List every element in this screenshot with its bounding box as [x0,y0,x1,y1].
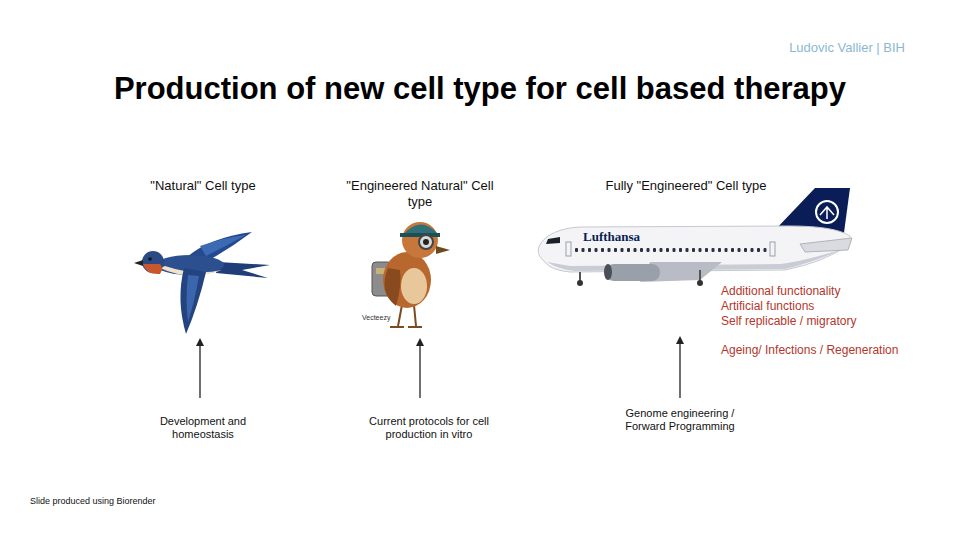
feature-item: Additional functionality [721,284,941,298]
watermark: Vecteezy [362,314,422,322]
author-credit: Ludovic Vallier | BIH [685,40,905,56]
swallow-drawing [134,232,270,334]
method-label: Genome engineering / Forward Programming [613,407,748,433]
method-label: Current protocols for cell production in… [354,415,504,441]
footnote: Slide produced using Biorender [30,496,290,507]
airplane-drawing [538,188,852,286]
arrows [200,340,680,398]
feature-item: Artificial functions [721,299,941,313]
feature-item: Self replicable / migratory [721,314,941,328]
engineered-bird-drawing [372,222,450,327]
airline-logo: Lufthansa [583,229,673,245]
column-heading: "Natural" Cell type [103,178,303,194]
slide-title: Production of new cell type for cell bas… [30,70,930,107]
column-heading: Fully "Engineered" Cell type [556,178,816,194]
method-label: Development and homeostasis [148,415,258,441]
column-heading: "Engineered Natural" Cell type [345,178,495,209]
feature-item: Ageing/ Infections / Regeneration [721,343,951,357]
